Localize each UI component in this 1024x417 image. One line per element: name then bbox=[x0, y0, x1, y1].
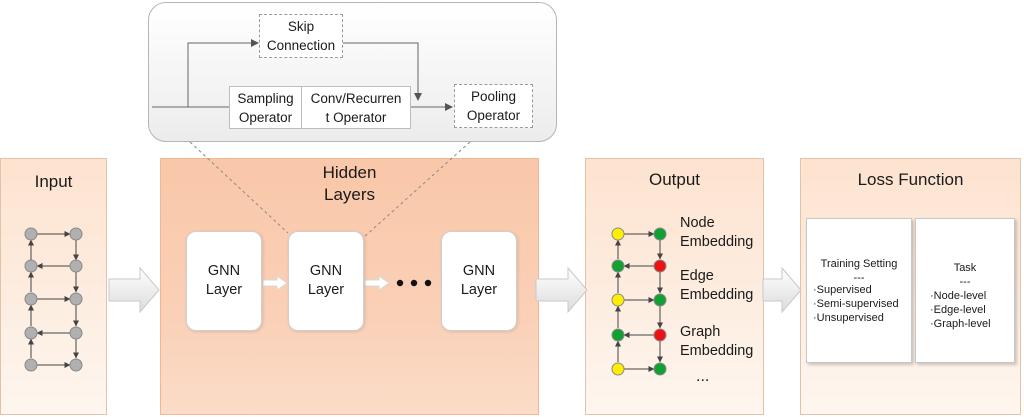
training-setting-item: ·Unsupervised bbox=[813, 312, 884, 324]
ellipsis-dot bbox=[424, 279, 432, 287]
task-list: ·Node-level ·Edge-level ·Graph-level bbox=[930, 289, 991, 331]
output-graph bbox=[611, 227, 667, 376]
hidden-layers-title: Hidden Layers bbox=[322, 163, 377, 204]
gnn-layer-2: GNN Layer bbox=[288, 231, 364, 331]
task-item: ·Graph-level bbox=[930, 318, 991, 330]
loss-function-title: Loss Function bbox=[857, 170, 964, 189]
output-ellipsis: ... bbox=[696, 368, 710, 385]
conv-recurrent-operator-box: Conv/Recurren t Operator bbox=[301, 86, 411, 129]
arrow-input-to-hidden bbox=[108, 266, 160, 314]
arrow-hidden-to-output bbox=[535, 266, 588, 314]
input-panel: Input bbox=[0, 158, 107, 415]
input-graph bbox=[24, 227, 83, 372]
pooling-operator-box: Pooling Operator bbox=[454, 84, 533, 128]
task-box: Task --- ·Node-level ·Edge-level ·Graph-… bbox=[915, 218, 1015, 363]
skip-line-right bbox=[343, 42, 422, 101]
skip-connection-box: Skip Connection bbox=[259, 14, 343, 58]
output-title: Output bbox=[648, 170, 701, 189]
edge-embedding-label: Edge Embedding bbox=[680, 268, 754, 303]
training-setting-item: ·Semi-supervised bbox=[813, 298, 899, 310]
graph-embedding-label: Graph Embedding bbox=[680, 324, 754, 359]
task-separator: --- bbox=[959, 276, 971, 288]
arrow-gnn2-to-dots bbox=[364, 275, 390, 291]
training-setting-item: ·Supervised bbox=[813, 284, 872, 296]
arrow-output-to-loss bbox=[762, 266, 802, 314]
training-setting-box: Training Setting --- ·Supervised ·Semi-s… bbox=[806, 218, 912, 363]
node-embedding-label: Node Embedding bbox=[680, 215, 754, 250]
sampling-operator-box: Sampling Operator bbox=[229, 86, 302, 129]
training-setting-title: Training Setting bbox=[820, 258, 898, 270]
arrow-gnn1-to-gnn2 bbox=[262, 275, 288, 291]
task-item: ·Node-level bbox=[930, 290, 987, 302]
task-title: Task bbox=[953, 262, 977, 274]
ellipsis-dot bbox=[410, 279, 418, 287]
callout-dashed-line-right bbox=[363, 141, 471, 238]
input-title: Input bbox=[34, 172, 73, 191]
ellipsis-dot bbox=[396, 279, 404, 287]
skip-line-left bbox=[187, 39, 259, 107]
training-setting-list: ·Supervised ·Semi-supervised ·Unsupervis… bbox=[813, 283, 899, 325]
task-item: ·Edge-level bbox=[930, 304, 986, 316]
callout-dashed-line-left bbox=[189, 141, 289, 234]
training-setting-separator: --- bbox=[853, 272, 865, 284]
gnn-layer-3: GNN Layer bbox=[441, 231, 517, 331]
gnn-layer-1: GNN Layer bbox=[186, 231, 262, 331]
